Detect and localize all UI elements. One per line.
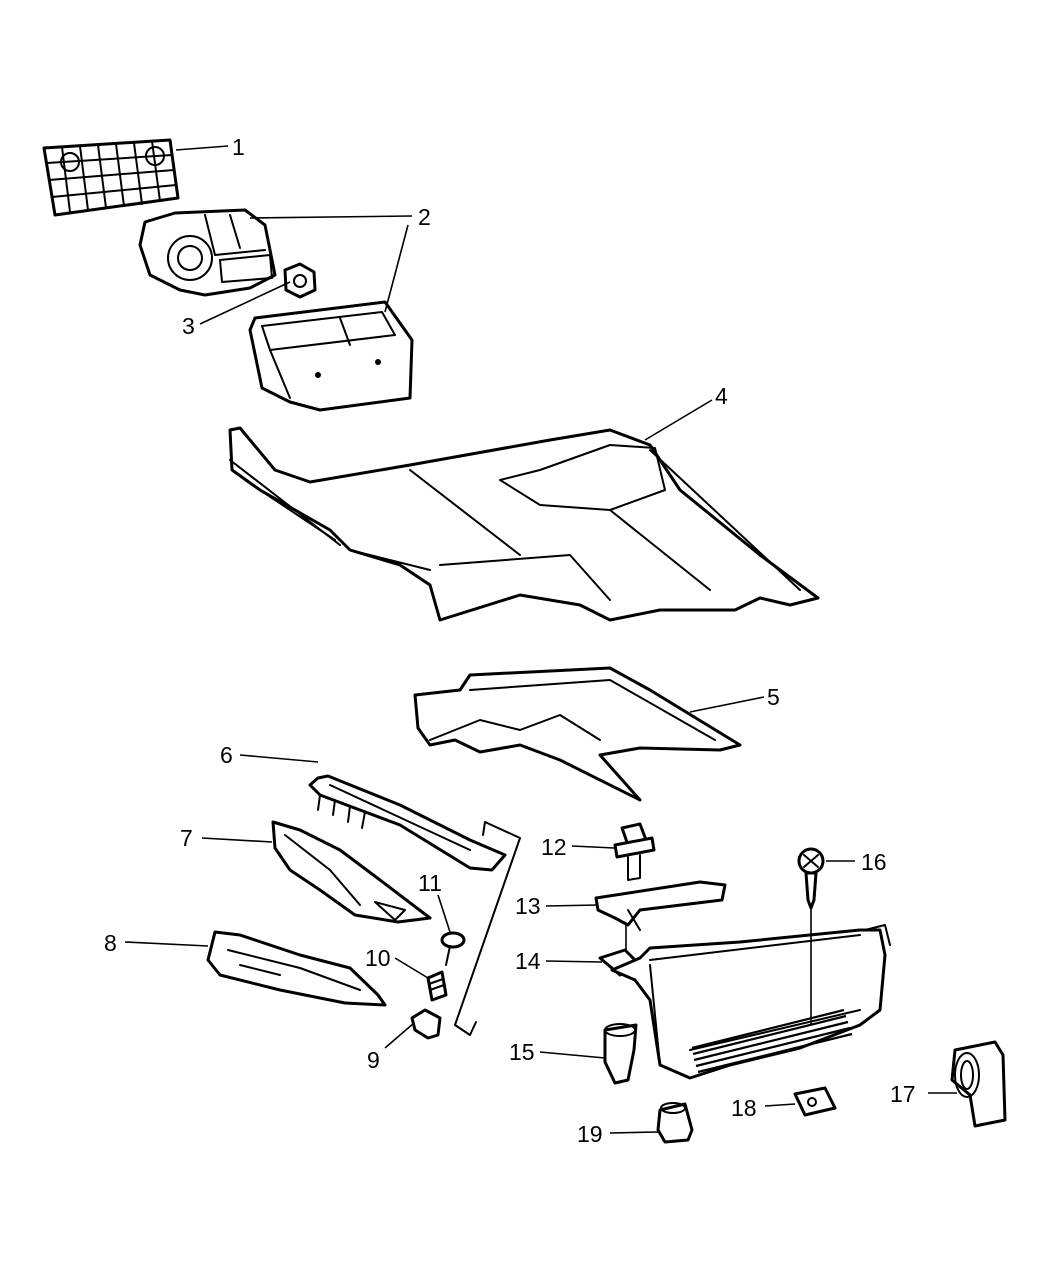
callout-11: 11	[418, 870, 442, 896]
floor-mat-icon	[413, 666, 742, 802]
callout-17: 17	[890, 1081, 916, 1107]
clip-icon	[410, 1008, 442, 1040]
cap-icon	[656, 1102, 694, 1144]
air-duct-box-icon	[248, 300, 414, 412]
leader-lines	[124, 145, 957, 1134]
bracket-outline	[454, 821, 521, 1036]
callout-13: 13	[515, 893, 541, 919]
callout-3: 3	[182, 313, 195, 339]
callout-18: 18	[731, 1095, 757, 1121]
callout-6: 6	[220, 742, 233, 768]
clip-nut-icon	[793, 1086, 837, 1117]
bolt-icon	[613, 822, 656, 881]
callout-5: 5	[767, 684, 780, 710]
callout-2: 2	[418, 204, 431, 230]
callout-10: 10	[365, 945, 391, 971]
push-pin-icon	[440, 931, 466, 966]
callout-19: 19	[577, 1121, 603, 1147]
callout-8: 8	[104, 930, 117, 956]
floor-carpet-icon	[228, 426, 820, 622]
callout-4: 4	[715, 383, 728, 409]
callout-7: 7	[180, 825, 193, 851]
air-duct-housing-icon	[138, 208, 277, 297]
grommet-icon	[603, 1023, 638, 1085]
nut-icon	[283, 262, 317, 299]
spring-icon	[426, 970, 448, 1002]
screw-icon	[797, 847, 825, 1025]
side-panel-icon	[271, 820, 432, 924]
callout-12: 12	[541, 834, 567, 860]
grille-icon	[42, 138, 180, 217]
scuff-plate-icon	[206, 930, 387, 1007]
callout-16: 16	[861, 849, 887, 875]
sill-trim-icon	[308, 774, 507, 872]
step-panel-icon	[610, 924, 891, 1080]
callout-14: 14	[515, 948, 541, 974]
callout-9: 9	[367, 1047, 380, 1073]
callout-15: 15	[509, 1039, 535, 1065]
callout-1: 1	[232, 134, 245, 160]
vent-cover-icon	[950, 1040, 1007, 1128]
